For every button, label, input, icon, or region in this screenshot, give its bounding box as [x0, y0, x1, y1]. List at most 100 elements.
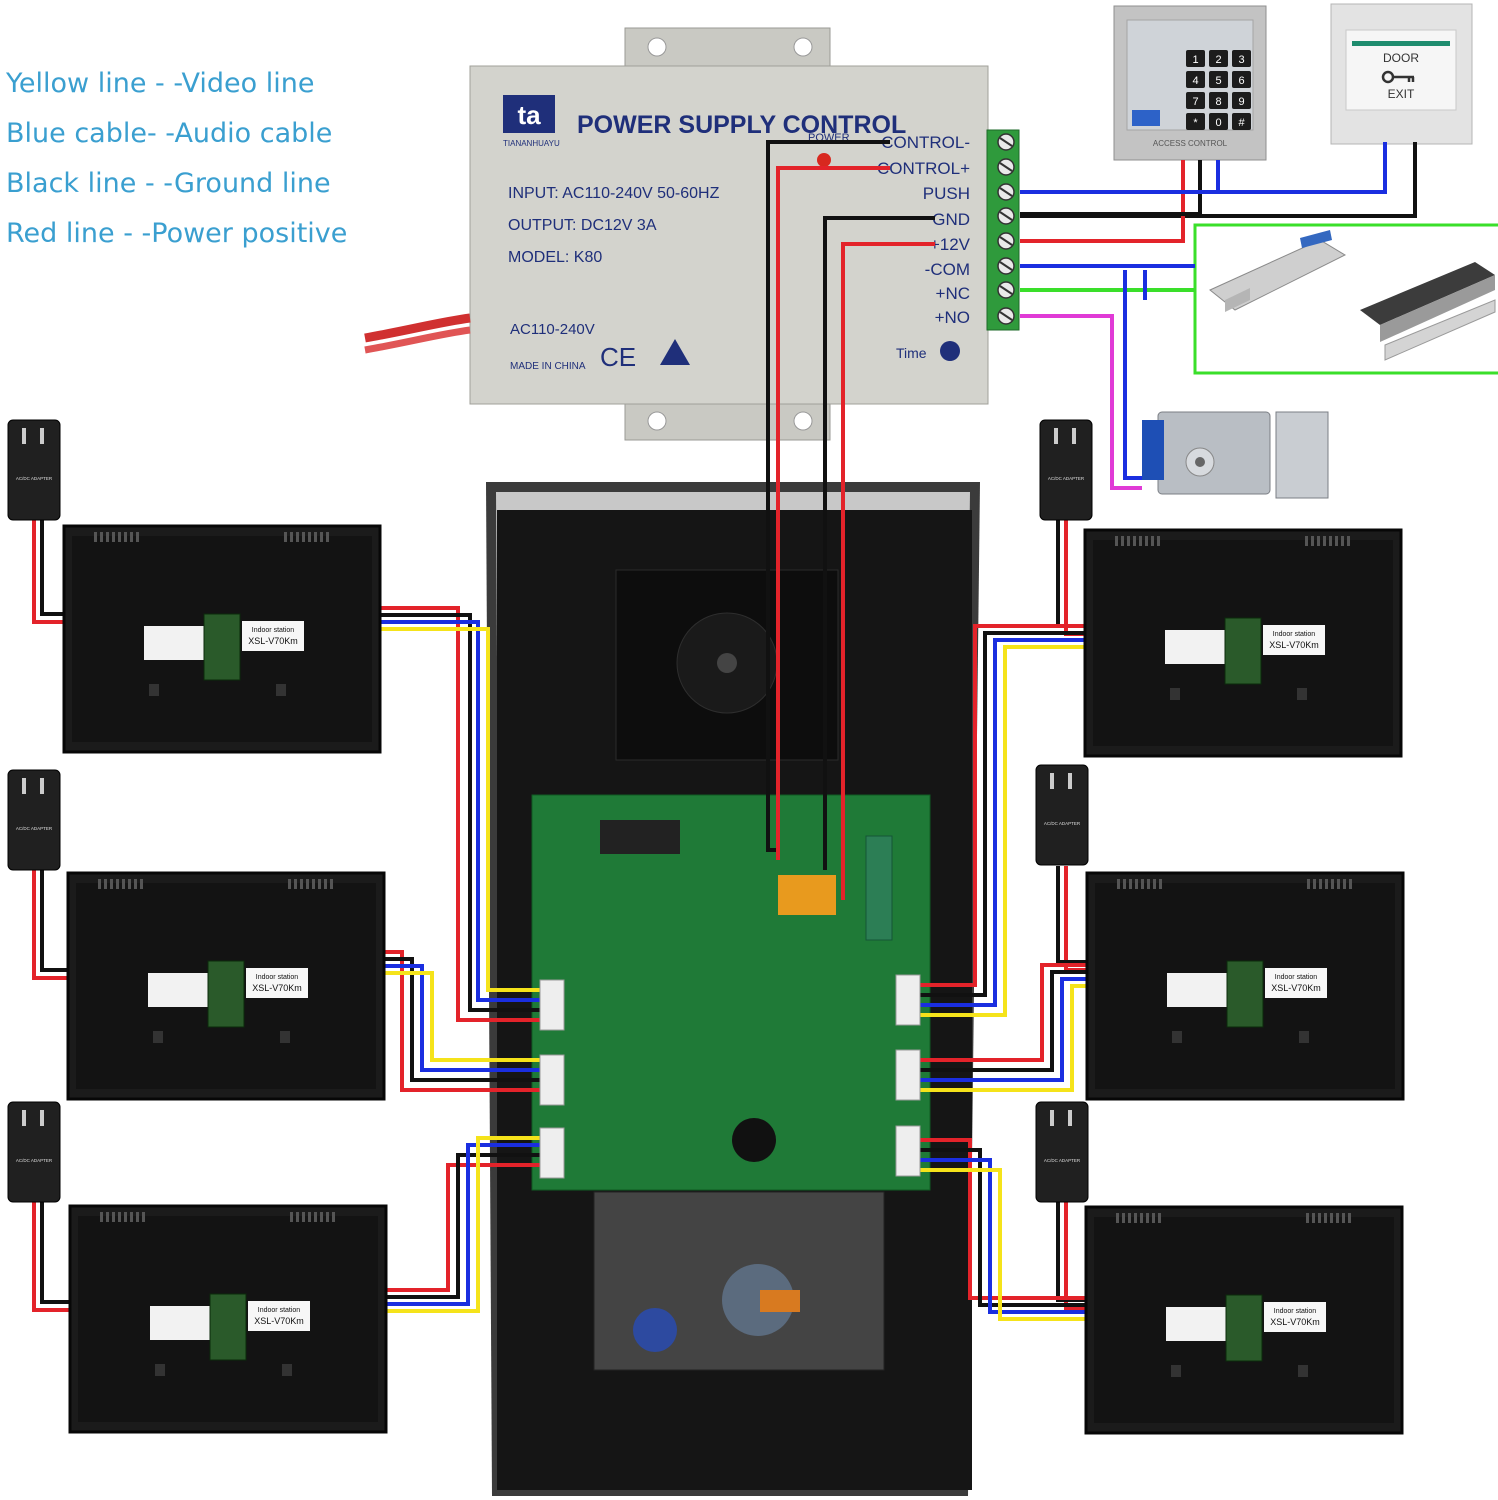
- adapter-prong: [40, 778, 44, 794]
- keypad-key-label: 7: [1192, 96, 1198, 108]
- board-connector: [539, 979, 565, 1031]
- monitor-vent: [1123, 879, 1126, 889]
- ce-mark: CE: [600, 342, 636, 372]
- monitor-vent: [110, 879, 113, 889]
- monitor-foot: [1172, 1031, 1182, 1043]
- monitor-label-line2: XSL-V70Km: [248, 636, 298, 646]
- monitor-sticker: [144, 626, 204, 660]
- power-adapter: [7, 769, 61, 871]
- monitor-vent: [1115, 536, 1118, 546]
- monitor-vent: [1151, 536, 1154, 546]
- monitor-vent: [130, 1212, 133, 1222]
- monitor-foot: [1297, 688, 1307, 700]
- power-adapter: [7, 419, 61, 521]
- monitor-vent: [296, 1212, 299, 1222]
- keypad-key-label: 6: [1238, 75, 1244, 87]
- warning-icon: [660, 339, 690, 365]
- monitor-vent: [1343, 879, 1346, 889]
- monitor-vent: [1329, 536, 1332, 546]
- power-supply-title: POWER SUPPLY CONTROL: [577, 111, 906, 139]
- lock-options-box: [1193, 223, 1498, 375]
- output-spec: OUTPUT: DC12V 3A: [508, 217, 657, 234]
- wire: [1020, 160, 1202, 216]
- monitor-vent: [1147, 879, 1150, 889]
- screw-slot: [999, 236, 1013, 246]
- monitor-vent: [98, 879, 101, 889]
- keypad-key-label: 4: [1192, 75, 1198, 87]
- monitor-vent: [1335, 536, 1338, 546]
- monitor-vent: [1324, 1213, 1327, 1223]
- monitor-vent: [142, 1212, 145, 1222]
- monitor-vent: [1117, 879, 1120, 889]
- monitor-vent: [140, 879, 143, 889]
- monitor-vent: [1348, 1213, 1351, 1223]
- wire: [1020, 314, 1142, 490]
- adapter-label: AC/DC ADAPTER: [16, 826, 53, 831]
- input-spec: INPUT: AC110-240V 50-60HZ: [508, 185, 720, 202]
- monitor-connector-board: [1226, 960, 1264, 1028]
- monitor-vent: [1317, 536, 1320, 546]
- terminal-screws: [997, 133, 1015, 325]
- adapter-prong: [1068, 773, 1072, 789]
- outdoor-station: [486, 482, 980, 1496]
- brand-logo: ta: [517, 100, 541, 130]
- monitor-vent: [1141, 879, 1144, 889]
- monitor-model-label: [248, 1301, 310, 1331]
- monitor-label-line1: Indoor station: [252, 627, 295, 634]
- keypad-key-label: 0: [1215, 117, 1221, 129]
- board-connector: [539, 1054, 565, 1106]
- monitor-vent: [124, 532, 127, 542]
- legend-power-positive: Red line - -Power positive: [6, 218, 348, 249]
- monitor-foot: [1298, 1365, 1308, 1377]
- monitor-connector-board: [1224, 617, 1262, 685]
- monitor-model-label: [242, 621, 304, 651]
- monitor-vent: [1341, 536, 1344, 546]
- monitor-label-line1: Indoor station: [1273, 631, 1316, 638]
- monitor-label-line1: Indoor station: [1274, 1308, 1317, 1315]
- monitor-vent: [294, 879, 297, 889]
- monitor-label-line2: XSL-V70Km: [1271, 983, 1321, 993]
- monitor-vent: [324, 879, 327, 889]
- monitor-vent: [318, 879, 321, 889]
- monitor-vent: [1307, 879, 1310, 889]
- monitor-vent: [1153, 879, 1156, 889]
- monitor-vent: [1146, 1213, 1149, 1223]
- screw-slot: [999, 211, 1013, 221]
- monitor-vent: [122, 879, 125, 889]
- exit-button-line2: EXIT: [1388, 87, 1415, 101]
- monitor-vent: [314, 1212, 317, 1222]
- monitor-sticker: [1166, 1307, 1226, 1341]
- monitor-vent: [1129, 879, 1132, 889]
- monitor-vent: [134, 879, 137, 889]
- monitor-model-label: [1264, 1302, 1326, 1332]
- monitor-vent: [1313, 879, 1316, 889]
- monitor-vent: [1135, 879, 1138, 889]
- terminal-label-12v: +12V: [930, 235, 971, 254]
- made-in-label: MADE IN CHINA: [510, 361, 586, 372]
- monitor-vent: [290, 532, 293, 542]
- keypad-key: [1209, 50, 1228, 67]
- monitor-vent: [288, 879, 291, 889]
- monitor-model-label: [1263, 625, 1325, 655]
- magnetic-lock: [1360, 262, 1496, 361]
- monitor-vent: [1318, 1213, 1321, 1223]
- monitor-sticker: [1167, 973, 1227, 1007]
- board-connector: [895, 974, 921, 1026]
- wire: [1020, 160, 1220, 194]
- wire: [1020, 160, 1185, 243]
- wire: [1123, 270, 1142, 480]
- circuit-board: [531, 794, 931, 1191]
- monitor-vent: [106, 1212, 109, 1222]
- power-adapter: [1035, 764, 1089, 866]
- keypad-key-label: 1: [1192, 54, 1198, 66]
- monitor-vent: [1116, 1213, 1119, 1223]
- monitor-label-line1: Indoor station: [256, 974, 299, 981]
- monitor-vent: [118, 532, 121, 542]
- monitor-vent: [100, 1212, 103, 1222]
- wire: [823, 216, 935, 870]
- adapter-prong: [40, 1110, 44, 1126]
- monitor-vent: [332, 1212, 335, 1222]
- monitor-vent: [1337, 879, 1340, 889]
- monitor-vent: [1342, 1213, 1345, 1223]
